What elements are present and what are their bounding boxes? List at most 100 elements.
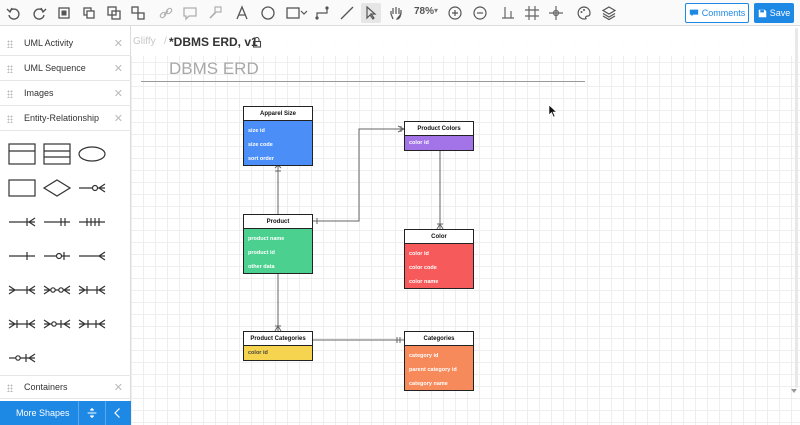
connector-end-bars [396,337,401,343]
text-icon[interactable] [232,3,252,23]
entity-product-colors[interactable]: Product Colors color id [404,121,474,151]
entity-field[interactable]: sort order [248,156,274,162]
one-or-many-connector[interactable] [7,210,37,234]
close-icon[interactable]: ✕ [113,63,123,75]
hand-icon[interactable] [386,3,406,23]
drag-handle-icon[interactable] [7,90,13,98]
one-many-both-connector[interactable] [77,278,107,302]
layers-icon[interactable] [599,3,619,23]
lock-icon[interactable] [251,36,263,48]
entity-field[interactable]: category id [409,353,439,359]
entity-field[interactable]: color id [409,251,429,257]
zero-or-one-connector[interactable] [42,244,72,268]
zoom-dropdown-icon[interactable]: ▾ [434,6,439,15]
drag-handle-icon[interactable] [7,115,13,123]
chevron-down-icon[interactable] [300,3,308,23]
entity-field[interactable]: color id [248,350,268,356]
title-underline[interactable] [141,81,585,82]
many-connector[interactable] [77,244,107,268]
bar-many-bar-connector[interactable] [77,312,107,336]
close-icon[interactable]: ✕ [113,382,123,394]
many-circle-bar-connector[interactable] [42,312,72,336]
bring-front-icon[interactable] [104,3,124,23]
drag-handle-icon[interactable] [7,384,13,392]
relationship-diamond-shape[interactable] [42,176,72,200]
align-icon[interactable] [498,3,518,23]
many-to-one-many-connector[interactable] [7,278,37,302]
group-icon[interactable] [128,3,148,23]
entity-field[interactable]: color code [409,265,437,271]
save-button[interactable]: Save [754,3,794,23]
comments-button[interactable]: Comments [685,3,749,23]
library-images[interactable]: Images ✕ [0,82,131,106]
entity-shape[interactable] [7,142,37,166]
attribute-ellipse-shape[interactable] [77,142,107,166]
diagram-title-text[interactable]: DBMS ERD [169,59,259,78]
library-entity-relationship[interactable]: Entity-Relationship ✕ [0,107,131,131]
document-title[interactable]: *DBMS ERD, v1 [169,35,258,49]
library-containers[interactable]: Containers ✕ [0,375,131,399]
entity-field[interactable]: size id [248,128,265,134]
entity-name: Product Colors [405,122,473,136]
one-and-only-one-connector[interactable] [42,210,72,234]
redo-icon[interactable] [29,3,49,23]
connector-product-productcolors[interactable] [313,128,404,222]
close-icon[interactable]: ✕ [113,38,123,50]
pointer-icon[interactable] [361,3,381,23]
entity-name: Apparel Size [244,107,312,121]
zero-many-both-connector[interactable] [42,278,72,302]
duplicate-icon[interactable] [79,3,99,23]
entity-field[interactable]: color name [409,279,439,285]
entity-field[interactable]: parent category id [409,367,457,373]
comment-icon[interactable] [180,3,200,23]
entity-field[interactable]: product name [248,236,285,242]
grid-icon[interactable] [522,3,542,23]
diagram-canvas[interactable]: Gliffy / *DBMS ERD, v1 DBMS ERD [131,26,800,425]
zoom-in-icon[interactable] [445,3,465,23]
undo-icon[interactable] [4,3,24,23]
entity-product[interactable]: Product product name product id other da… [243,214,313,274]
breadcrumb-separator: / [164,36,167,47]
entity-field[interactable]: size code [248,142,273,148]
connector-icon[interactable] [312,3,332,23]
split-panel-icon[interactable] [82,405,102,421]
drag-handle-icon[interactable] [7,65,13,73]
connector-end-crowfoot [274,325,282,332]
zero-many-to-one-many-connector[interactable] [7,346,37,370]
one-connector[interactable] [7,244,37,268]
drag-handle-icon[interactable] [7,40,13,48]
entity-color[interactable]: Color color id color code color name [404,229,474,289]
entity-attribute-shape[interactable] [42,142,72,166]
collapse-sidebar-icon[interactable] [110,405,126,421]
library-uml-activity[interactable]: UML Activity ✕ [0,32,131,56]
entity-field[interactable]: product id [248,250,275,256]
theme-icon[interactable] [574,3,594,23]
entity-apparel-size[interactable]: Apparel Size size id size code sort orde… [243,106,313,166]
ellipse-icon[interactable] [258,3,278,23]
entity-product-categories[interactable]: Product Categories color id [243,331,313,361]
link-icon[interactable] [156,3,176,23]
library-uml-sequence[interactable]: UML Sequence ✕ [0,57,131,81]
format-painter-icon[interactable] [205,3,225,23]
entity-field[interactable]: category name [409,381,448,387]
entity-field[interactable]: other data [248,264,275,270]
close-icon[interactable]: ✕ [113,113,123,125]
snap-icon[interactable] [546,3,566,23]
zero-or-many-connector[interactable] [77,176,107,200]
library-label: Containers [24,382,68,392]
zoom-level[interactable]: 78% [414,6,435,17]
many-bar-many-connector[interactable] [7,312,37,336]
many-to-many-connector[interactable] [77,210,107,234]
breadcrumb-app[interactable]: Gliffy [133,36,156,47]
page-icon[interactable] [54,3,74,23]
zoom-out-icon[interactable] [470,3,490,23]
rectangle-icon[interactable] [283,3,303,23]
more-shapes-button[interactable]: More Shapes [16,408,70,418]
scroll-down-icon[interactable] [789,386,799,396]
close-icon[interactable]: ✕ [113,88,123,100]
rectangle-shape[interactable] [7,176,37,200]
line-icon[interactable] [337,3,357,23]
entity-field[interactable]: color id [409,140,429,146]
entity-categories[interactable]: Categories category id parent category i… [404,331,474,391]
vertical-scrollbar[interactable] [795,28,798,388]
